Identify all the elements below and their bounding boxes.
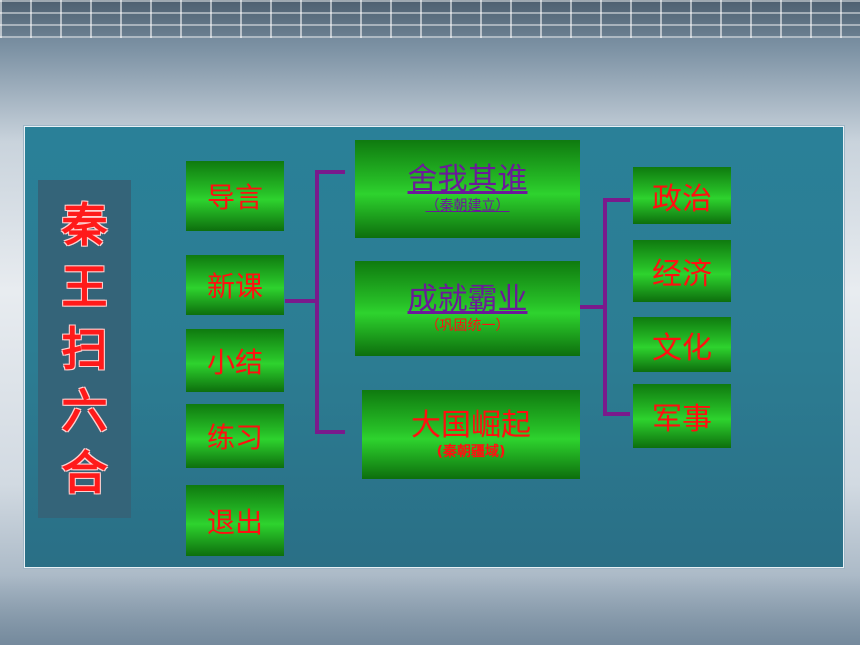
topic-subtitle: （巩固统一） (425, 317, 510, 334)
aspect-button-economy[interactable]: 经济 (633, 240, 731, 302)
topic-title-link[interactable]: 成就霸业 (407, 281, 528, 317)
nav-button-label: 练习 (206, 421, 263, 454)
nav-button-label: 导言 (206, 181, 263, 214)
nav-button-exercise[interactable]: 练习 (186, 404, 284, 468)
aspect-label: 文化 (652, 330, 712, 366)
aspect-label: 军事 (652, 402, 712, 437)
decorative-top-border (0, 0, 860, 38)
topic-subtitle: （秦朝建立） (425, 198, 510, 214)
nav-button-exit[interactable]: 退出 (186, 485, 284, 556)
nav-button-summary[interactable]: 小结 (186, 329, 284, 392)
topic-title-link[interactable]: 舍我其谁 (407, 162, 528, 197)
title-char: 合 (61, 446, 108, 500)
topic-button-territory[interactable]: 大国崛起 (秦朝疆域) (362, 390, 580, 479)
left-bracket-connector (285, 170, 345, 434)
aspect-button-culture[interactable]: 文化 (633, 317, 731, 372)
aspect-label: 经济 (652, 257, 712, 292)
aspect-button-military[interactable]: 军事 (633, 384, 731, 448)
topic-button-establishment[interactable]: 舍我其谁 （秦朝建立） (355, 140, 580, 238)
nav-button-label: 退出 (206, 505, 263, 539)
aspect-button-politics[interactable]: 政治 (633, 167, 731, 224)
title-char: 王 (61, 260, 108, 314)
aspect-label: 政治 (652, 181, 712, 217)
topic-button-consolidation[interactable]: 成就霸业 （巩固统一） (355, 261, 580, 356)
title-char: 六 (61, 384, 108, 438)
topic-title: 大国崛起 (411, 407, 531, 443)
nav-button-label: 小结 (206, 345, 263, 379)
vertical-title: 秦 王 扫 六 合 (38, 180, 131, 518)
nav-button-label: 新课 (206, 270, 263, 303)
topic-subtitle: (秦朝疆域) (436, 443, 506, 460)
nav-button-new-lesson[interactable]: 新课 (186, 255, 284, 315)
decorative-bottom-shade (0, 575, 860, 645)
nav-button-intro[interactable]: 导言 (186, 161, 284, 231)
title-char: 秦 (61, 198, 108, 252)
right-bracket-connector (580, 198, 630, 416)
title-char: 扫 (61, 322, 108, 376)
